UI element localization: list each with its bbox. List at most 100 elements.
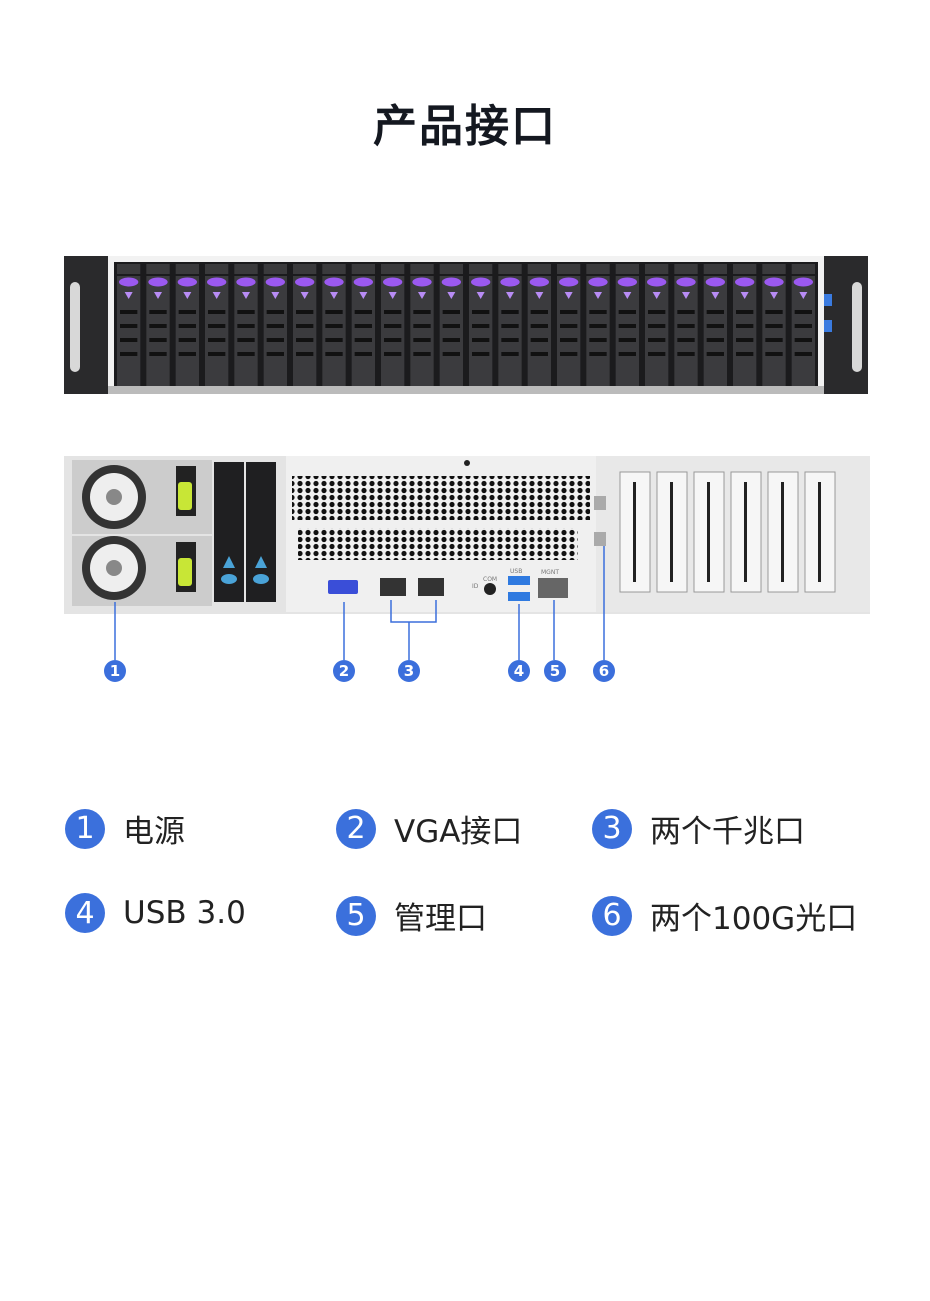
callout-1: 1 xyxy=(104,660,126,682)
ethernet-port-2 xyxy=(418,578,444,596)
drive-led-icon xyxy=(617,277,637,287)
mgmt-label: MGNT xyxy=(541,569,559,576)
drive-bay[interactable] xyxy=(410,264,434,386)
legend-number: 2 xyxy=(336,808,376,849)
page-title: 产品接口 xyxy=(373,101,557,152)
drive-bay[interactable] xyxy=(645,264,669,386)
drive-bay[interactable] xyxy=(146,264,170,386)
legend-number: 6 xyxy=(592,895,632,936)
drive-bay[interactable] xyxy=(527,264,551,386)
drive-led-icon xyxy=(412,277,432,287)
drive-bay[interactable] xyxy=(703,264,727,386)
drive-led-icon xyxy=(119,277,139,287)
vent-grille xyxy=(292,476,590,520)
drive-bay[interactable] xyxy=(586,264,610,386)
drive-bay[interactable] xyxy=(439,264,463,386)
drive-led-icon xyxy=(500,277,520,287)
legend-label: 两个100G光口 xyxy=(650,901,858,937)
drive-bay[interactable] xyxy=(234,264,258,386)
callout-4: 4 xyxy=(508,660,530,682)
eject-arrow-icon xyxy=(770,292,778,299)
eject-arrow-icon xyxy=(271,292,280,299)
usb-label: USB xyxy=(510,568,522,575)
drive-bay[interactable] xyxy=(674,264,698,386)
id-label: ID xyxy=(472,583,479,590)
drive-led-icon xyxy=(324,277,344,287)
drive-bay[interactable] xyxy=(733,264,757,386)
drive-led-icon xyxy=(236,277,256,287)
qsfp-port-2 xyxy=(594,532,606,546)
server-front-panel xyxy=(64,256,868,394)
eject-arrow-icon xyxy=(124,292,133,299)
legend-item-vga: 2 VGA接口 xyxy=(336,806,522,851)
legend-item-power: 1 电源 xyxy=(65,806,185,851)
vga-port xyxy=(328,580,358,594)
eject-arrow-icon xyxy=(418,292,426,299)
eject-arrow-icon xyxy=(740,292,749,299)
legend-label: VGA接口 xyxy=(394,814,523,850)
legend-number: 5 xyxy=(336,895,376,936)
drive-led-icon xyxy=(559,277,579,287)
eject-arrow-icon xyxy=(506,292,514,299)
legend-label: USB 3.0 xyxy=(123,895,246,931)
drive-bay[interactable] xyxy=(205,264,229,386)
front-usb-port xyxy=(824,294,832,306)
drive-bay[interactable] xyxy=(293,264,317,386)
drive-led-icon xyxy=(471,277,491,287)
legend-number: 1 xyxy=(65,808,105,849)
eject-arrow-icon xyxy=(300,292,309,299)
eject-arrow-icon xyxy=(242,292,250,299)
callout-3: 3 xyxy=(398,660,420,682)
power-supply-1 xyxy=(72,460,212,534)
callout-5: 5 xyxy=(544,660,566,682)
drive-bay[interactable] xyxy=(557,264,581,386)
eject-arrow-icon xyxy=(799,292,808,299)
eject-arrow-icon xyxy=(476,292,485,299)
drive-bay[interactable] xyxy=(498,264,522,386)
drive-led-icon xyxy=(676,277,696,287)
callout-lines xyxy=(114,546,605,660)
eject-arrow-icon xyxy=(183,292,192,299)
callout-2: 2 xyxy=(333,660,355,682)
drive-led-icon xyxy=(793,277,813,287)
eject-arrow-icon xyxy=(535,292,544,299)
eject-arrow-icon xyxy=(652,292,661,299)
drive-bay[interactable] xyxy=(762,264,786,386)
drive-bay[interactable] xyxy=(381,264,405,386)
usb-port-2 xyxy=(508,592,530,601)
server-rear-panel: COM ID USB MGNT 1 2 3 4 5 6 xyxy=(64,452,870,688)
front-usb-port xyxy=(824,320,832,332)
drive-bay[interactable] xyxy=(469,264,493,386)
drive-led-icon xyxy=(148,277,168,287)
drive-bay[interactable] xyxy=(322,264,346,386)
rear-drive-bays xyxy=(214,462,276,602)
drive-bay[interactable] xyxy=(351,264,375,386)
eject-arrow-icon xyxy=(447,292,456,299)
eject-arrow-icon xyxy=(711,292,720,299)
drive-bay[interactable] xyxy=(175,264,199,386)
eject-arrow-icon xyxy=(359,292,368,299)
eject-arrow-icon xyxy=(212,292,221,299)
eject-arrow-icon xyxy=(564,292,573,299)
drive-led-icon xyxy=(764,277,784,287)
drive-bay[interactable] xyxy=(117,264,141,386)
eject-arrow-icon xyxy=(154,292,162,299)
callout-6: 6 xyxy=(593,660,615,682)
power-supply-2 xyxy=(72,536,212,606)
eject-arrow-icon xyxy=(682,292,690,299)
legend-label: 管理口 xyxy=(394,901,487,937)
legend-item-management: 5 管理口 xyxy=(336,893,487,938)
drive-led-icon xyxy=(353,277,374,287)
drive-bay[interactable] xyxy=(263,264,287,386)
eject-arrow-icon xyxy=(388,292,397,299)
drive-led-icon xyxy=(265,277,285,287)
qsfp-port-1 xyxy=(594,496,606,510)
drive-led-icon xyxy=(177,277,197,287)
drive-bay[interactable] xyxy=(791,264,815,386)
drive-led-icon xyxy=(588,277,608,287)
drive-led-icon xyxy=(529,277,549,287)
legend-number: 3 xyxy=(592,808,632,849)
legend-label: 电源 xyxy=(123,814,185,850)
drive-bay[interactable] xyxy=(615,264,639,386)
